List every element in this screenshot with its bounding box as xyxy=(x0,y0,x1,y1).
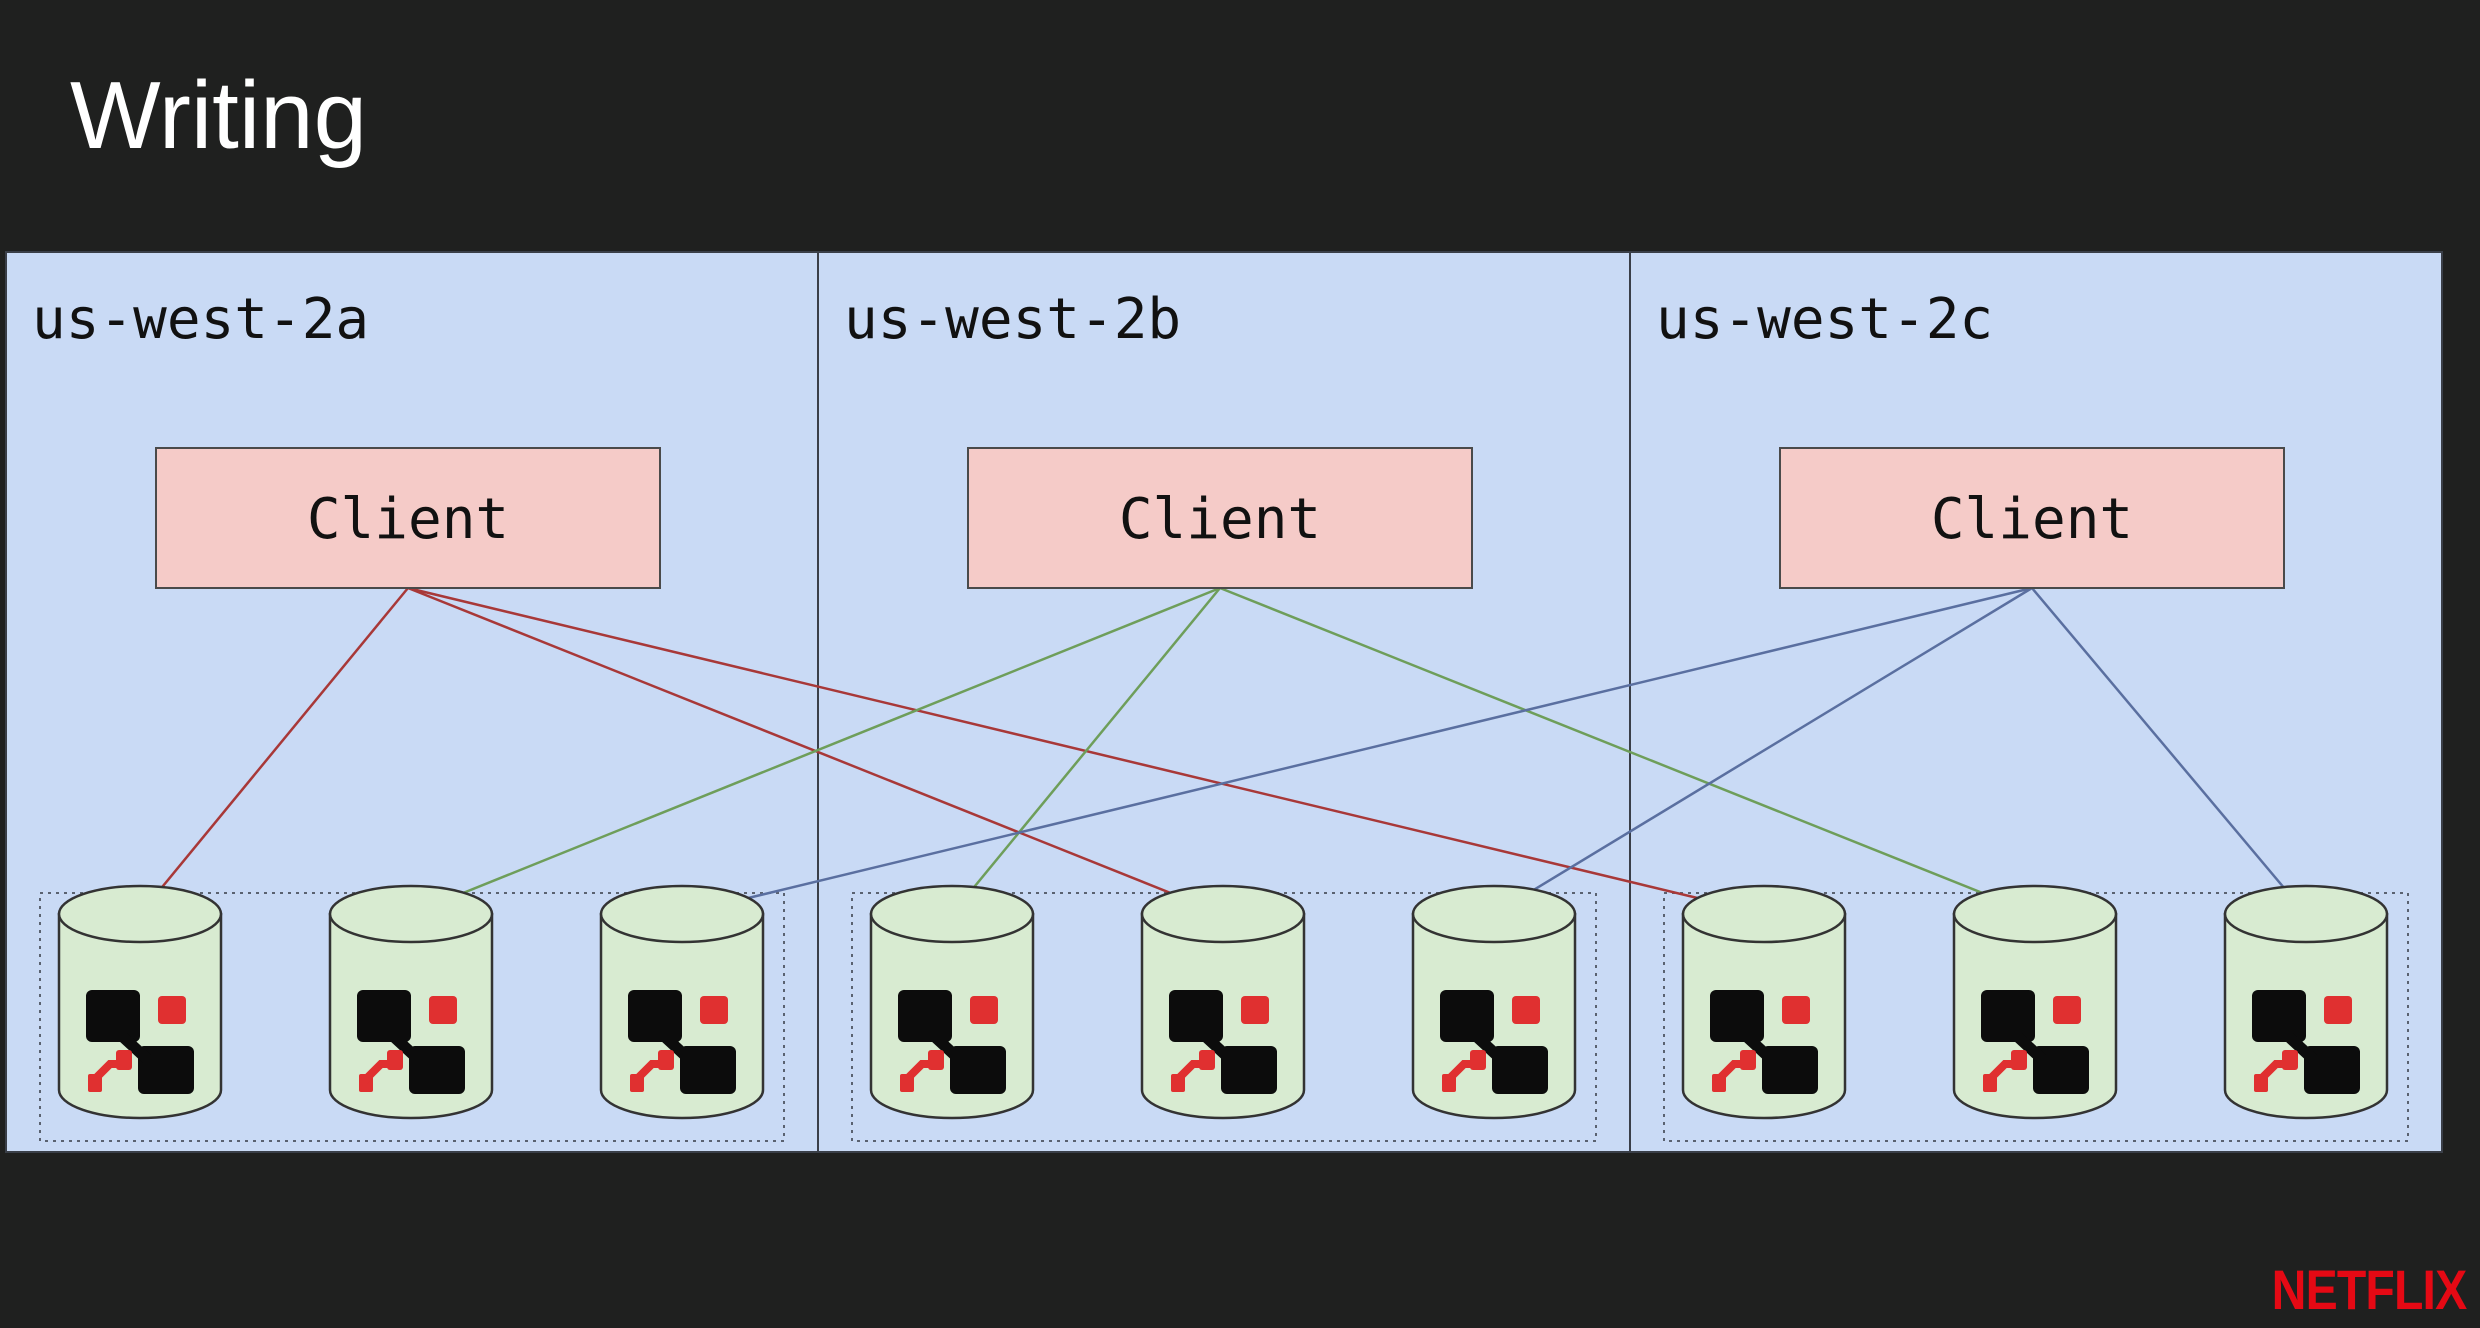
write-connection-line xyxy=(1493,586,2033,916)
client-label: Client xyxy=(1931,487,2133,552)
write-connection-line xyxy=(951,587,1221,915)
write-connection-line xyxy=(2031,587,2307,915)
database-node xyxy=(2223,884,2389,1120)
client-label: Client xyxy=(307,487,509,552)
zone-label: us-west-2a xyxy=(32,287,369,352)
database-node xyxy=(328,884,494,1120)
cassandra-node-icon xyxy=(1169,990,1277,1094)
write-connection-line xyxy=(1219,586,2036,916)
cassandra-node-icon xyxy=(357,990,465,1094)
cassandra-node-icon xyxy=(1440,990,1548,1094)
cassandra-node-icon xyxy=(1981,990,2089,1094)
cassandra-node-icon xyxy=(628,990,736,1094)
client-box: Client xyxy=(155,447,661,589)
write-connection-line xyxy=(681,586,2033,916)
database-node xyxy=(1952,884,2118,1120)
write-connection-line xyxy=(139,587,409,915)
database-node xyxy=(1140,884,1306,1120)
database-node xyxy=(869,884,1035,1120)
zone-label: us-west-2c xyxy=(1656,287,1993,352)
cassandra-node-icon xyxy=(86,990,194,1094)
cassandra-node-icon xyxy=(2252,990,2360,1094)
database-node xyxy=(1681,884,1847,1120)
write-connection-line xyxy=(410,586,1221,916)
client-label: Client xyxy=(1119,487,1321,552)
client-box: Client xyxy=(1779,447,2285,589)
cassandra-node-icon xyxy=(898,990,1006,1094)
slide-title: Writing xyxy=(70,62,367,169)
database-node xyxy=(599,884,765,1120)
client-box: Client xyxy=(967,447,1473,589)
database-node xyxy=(57,884,223,1120)
netflix-logo: NETFLIX xyxy=(2271,1258,2467,1321)
database-node xyxy=(1411,884,1577,1120)
zone-label: us-west-2b xyxy=(844,287,1181,352)
cassandra-node-icon xyxy=(1710,990,1818,1094)
